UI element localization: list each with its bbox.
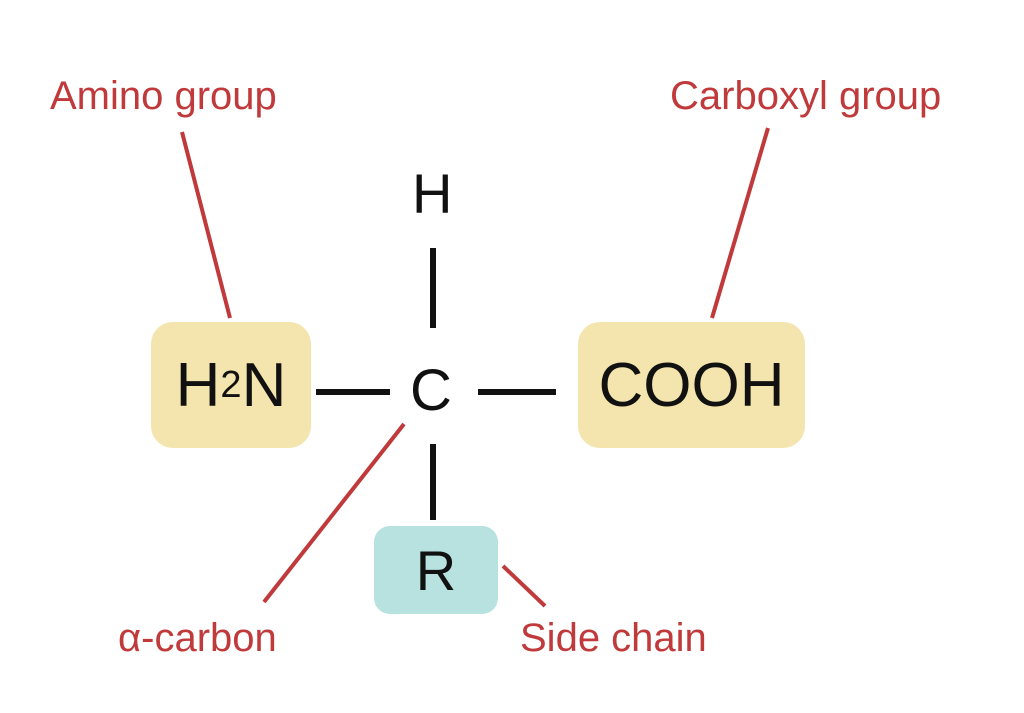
leader-alpha-carbon <box>262 422 406 604</box>
carboxyl-group-label: Carboxyl group <box>670 74 942 118</box>
amine-n: N <box>241 350 287 420</box>
leader-amino <box>180 131 232 319</box>
carboxyl-text: COOH <box>598 350 785 420</box>
r-group-text: R <box>415 538 457 602</box>
alpha-carbon-atom: C <box>410 358 452 423</box>
amine-h: H <box>175 350 221 420</box>
hydrogen-atom: H <box>412 162 453 225</box>
side-chain-label: Side chain <box>520 616 707 660</box>
amino-group-label: Amino group <box>50 74 277 118</box>
amine-subscript: 2 <box>220 363 242 406</box>
leader-side-chain <box>501 564 547 608</box>
alpha-carbon-label: α-carbon <box>118 616 277 660</box>
side-chain-box: R <box>374 526 498 614</box>
leader-carboxyl <box>710 127 770 319</box>
carboxyl-group-box: COOH <box>578 322 805 448</box>
